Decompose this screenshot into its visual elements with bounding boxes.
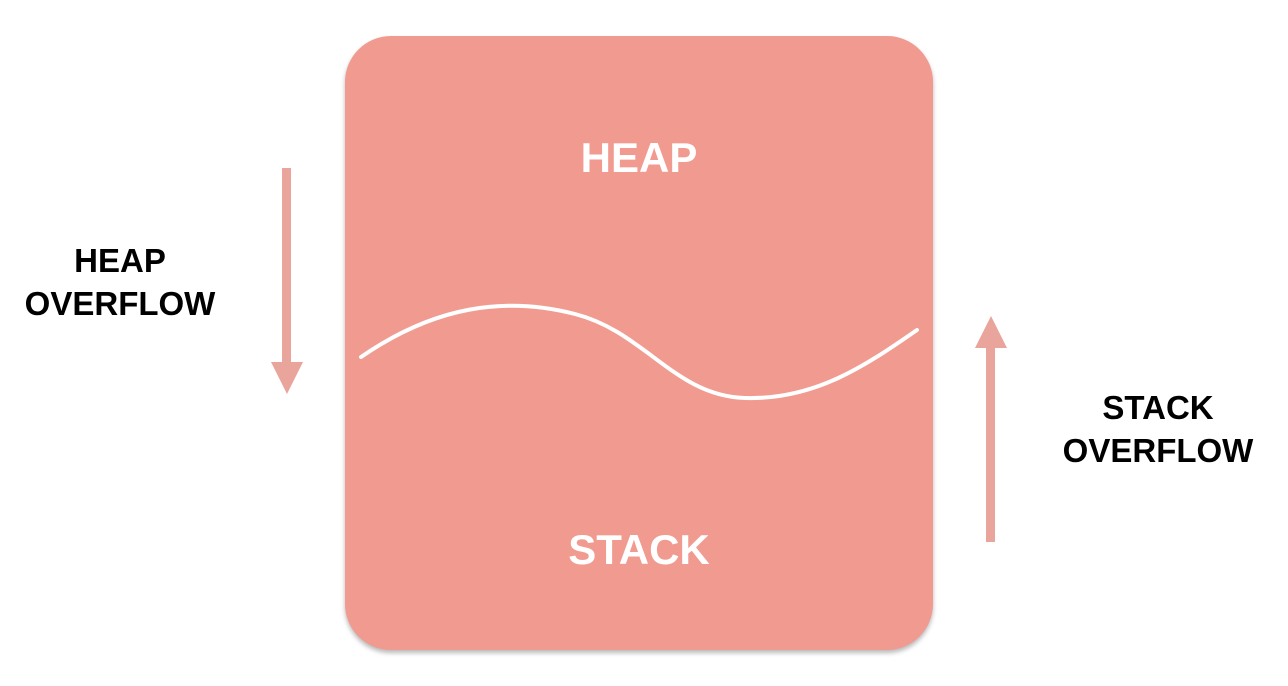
stack-overflow-line1: STACK [1102, 389, 1214, 426]
heap-growth-arrow-down-icon [271, 168, 303, 394]
heap-overflow-line1: HEAP [74, 242, 166, 279]
heap-overflow-line2: OVERFLOW [24, 285, 216, 322]
stack-overflow-label: STACK OVERFLOW [1038, 386, 1278, 472]
memory-region-box: HEAP STACK [345, 36, 933, 650]
stack-region-label: STACK [568, 526, 710, 573]
stack-overflow-line2: OVERFLOW [1062, 432, 1254, 469]
heap-region-label: HEAP [580, 134, 698, 181]
heap-overflow-label: HEAP OVERFLOW [0, 239, 240, 325]
stack-growth-arrow-up-icon [975, 316, 1007, 542]
